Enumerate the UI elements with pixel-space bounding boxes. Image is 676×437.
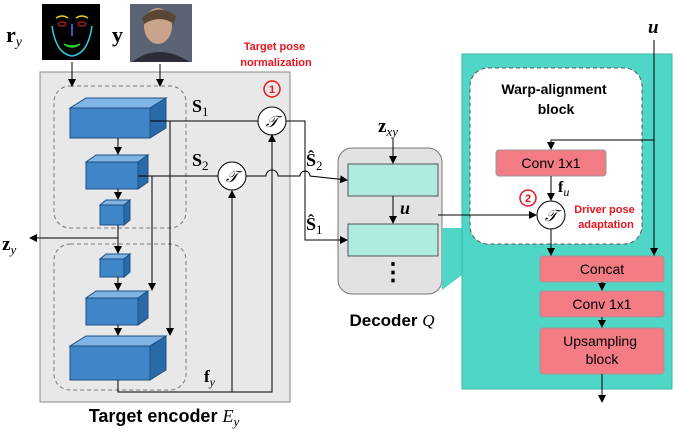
y-label: y <box>112 22 123 47</box>
fy-label: fy <box>204 367 216 389</box>
decoder-block-s2 <box>347 163 439 197</box>
target-pose-norm-label: Target pose normalization <box>240 41 312 69</box>
fy-line <box>117 134 276 393</box>
u-decoder-label: u <box>400 198 410 218</box>
s1hat-path <box>286 120 348 244</box>
decoder-block-s1 <box>347 223 439 257</box>
zoom-callout <box>442 228 462 290</box>
decoder-title: Decoder Q <box>349 311 434 330</box>
step1-label: 1 <box>269 84 275 96</box>
step2-circle <box>519 189 537 207</box>
encoder-block-3 <box>98 198 132 227</box>
encoder-block-5 <box>84 290 150 326</box>
conv1-label: Conv 1x1 <box>521 155 580 171</box>
conv2-label: Conv 1x1 <box>572 296 631 312</box>
s2-label: S2 <box>192 150 209 173</box>
s2-hat-label: Ŝ2 <box>306 149 323 173</box>
step1-circle <box>263 80 281 98</box>
fu-label: fu <box>558 179 569 199</box>
target-face-image <box>130 4 192 62</box>
upsampling-label: Upsampling block <box>563 333 641 367</box>
encoder-block-4 <box>98 252 132 279</box>
u-input-label: u <box>648 17 659 38</box>
encoder-lower-group <box>53 243 187 391</box>
ry-label: ry <box>6 22 23 50</box>
warp-block-title: Warp-alignment block <box>501 81 610 117</box>
decoder-dots: ⋮ <box>381 259 405 286</box>
zxy-label: zxy <box>378 116 398 139</box>
u-to-conv <box>547 139 654 150</box>
zy-label: zy <box>2 234 16 257</box>
landmark-image <box>42 4 100 60</box>
s1-label: S1 <box>192 96 209 119</box>
encoder-block-1 <box>68 97 168 139</box>
encoder-block-6 <box>68 335 168 381</box>
concat-label: Concat <box>580 261 624 277</box>
s1-hat-label: Ŝ1 <box>306 213 323 237</box>
s2hat-path <box>246 169 348 184</box>
driver-pose-label: Driver pose adaptation <box>574 204 638 231</box>
encoder-block-2 <box>84 154 150 190</box>
encoder-upper-group <box>53 85 187 229</box>
step2-label: 2 <box>525 193 531 205</box>
target-encoder-title: Target encoder Ey <box>89 406 240 429</box>
